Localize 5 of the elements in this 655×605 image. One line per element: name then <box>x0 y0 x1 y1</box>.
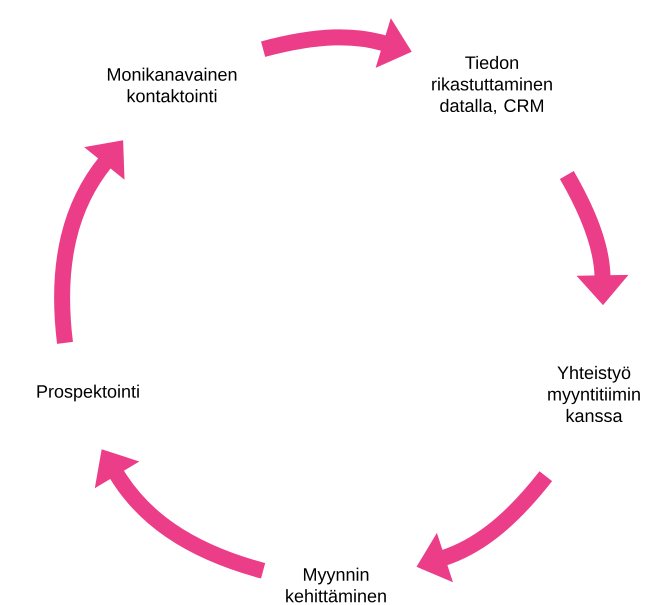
step-label: Yhteistyö myyntitiimin kanssa <box>548 366 640 422</box>
step-label: Tiedon rikastuttaminen datalla, CRM <box>432 56 552 114</box>
step-label: Myynnin kehittäminen <box>286 568 386 602</box>
step-label: Prospektointi <box>37 384 139 402</box>
step-label: Monikanavainen kontaktointi <box>108 68 236 102</box>
